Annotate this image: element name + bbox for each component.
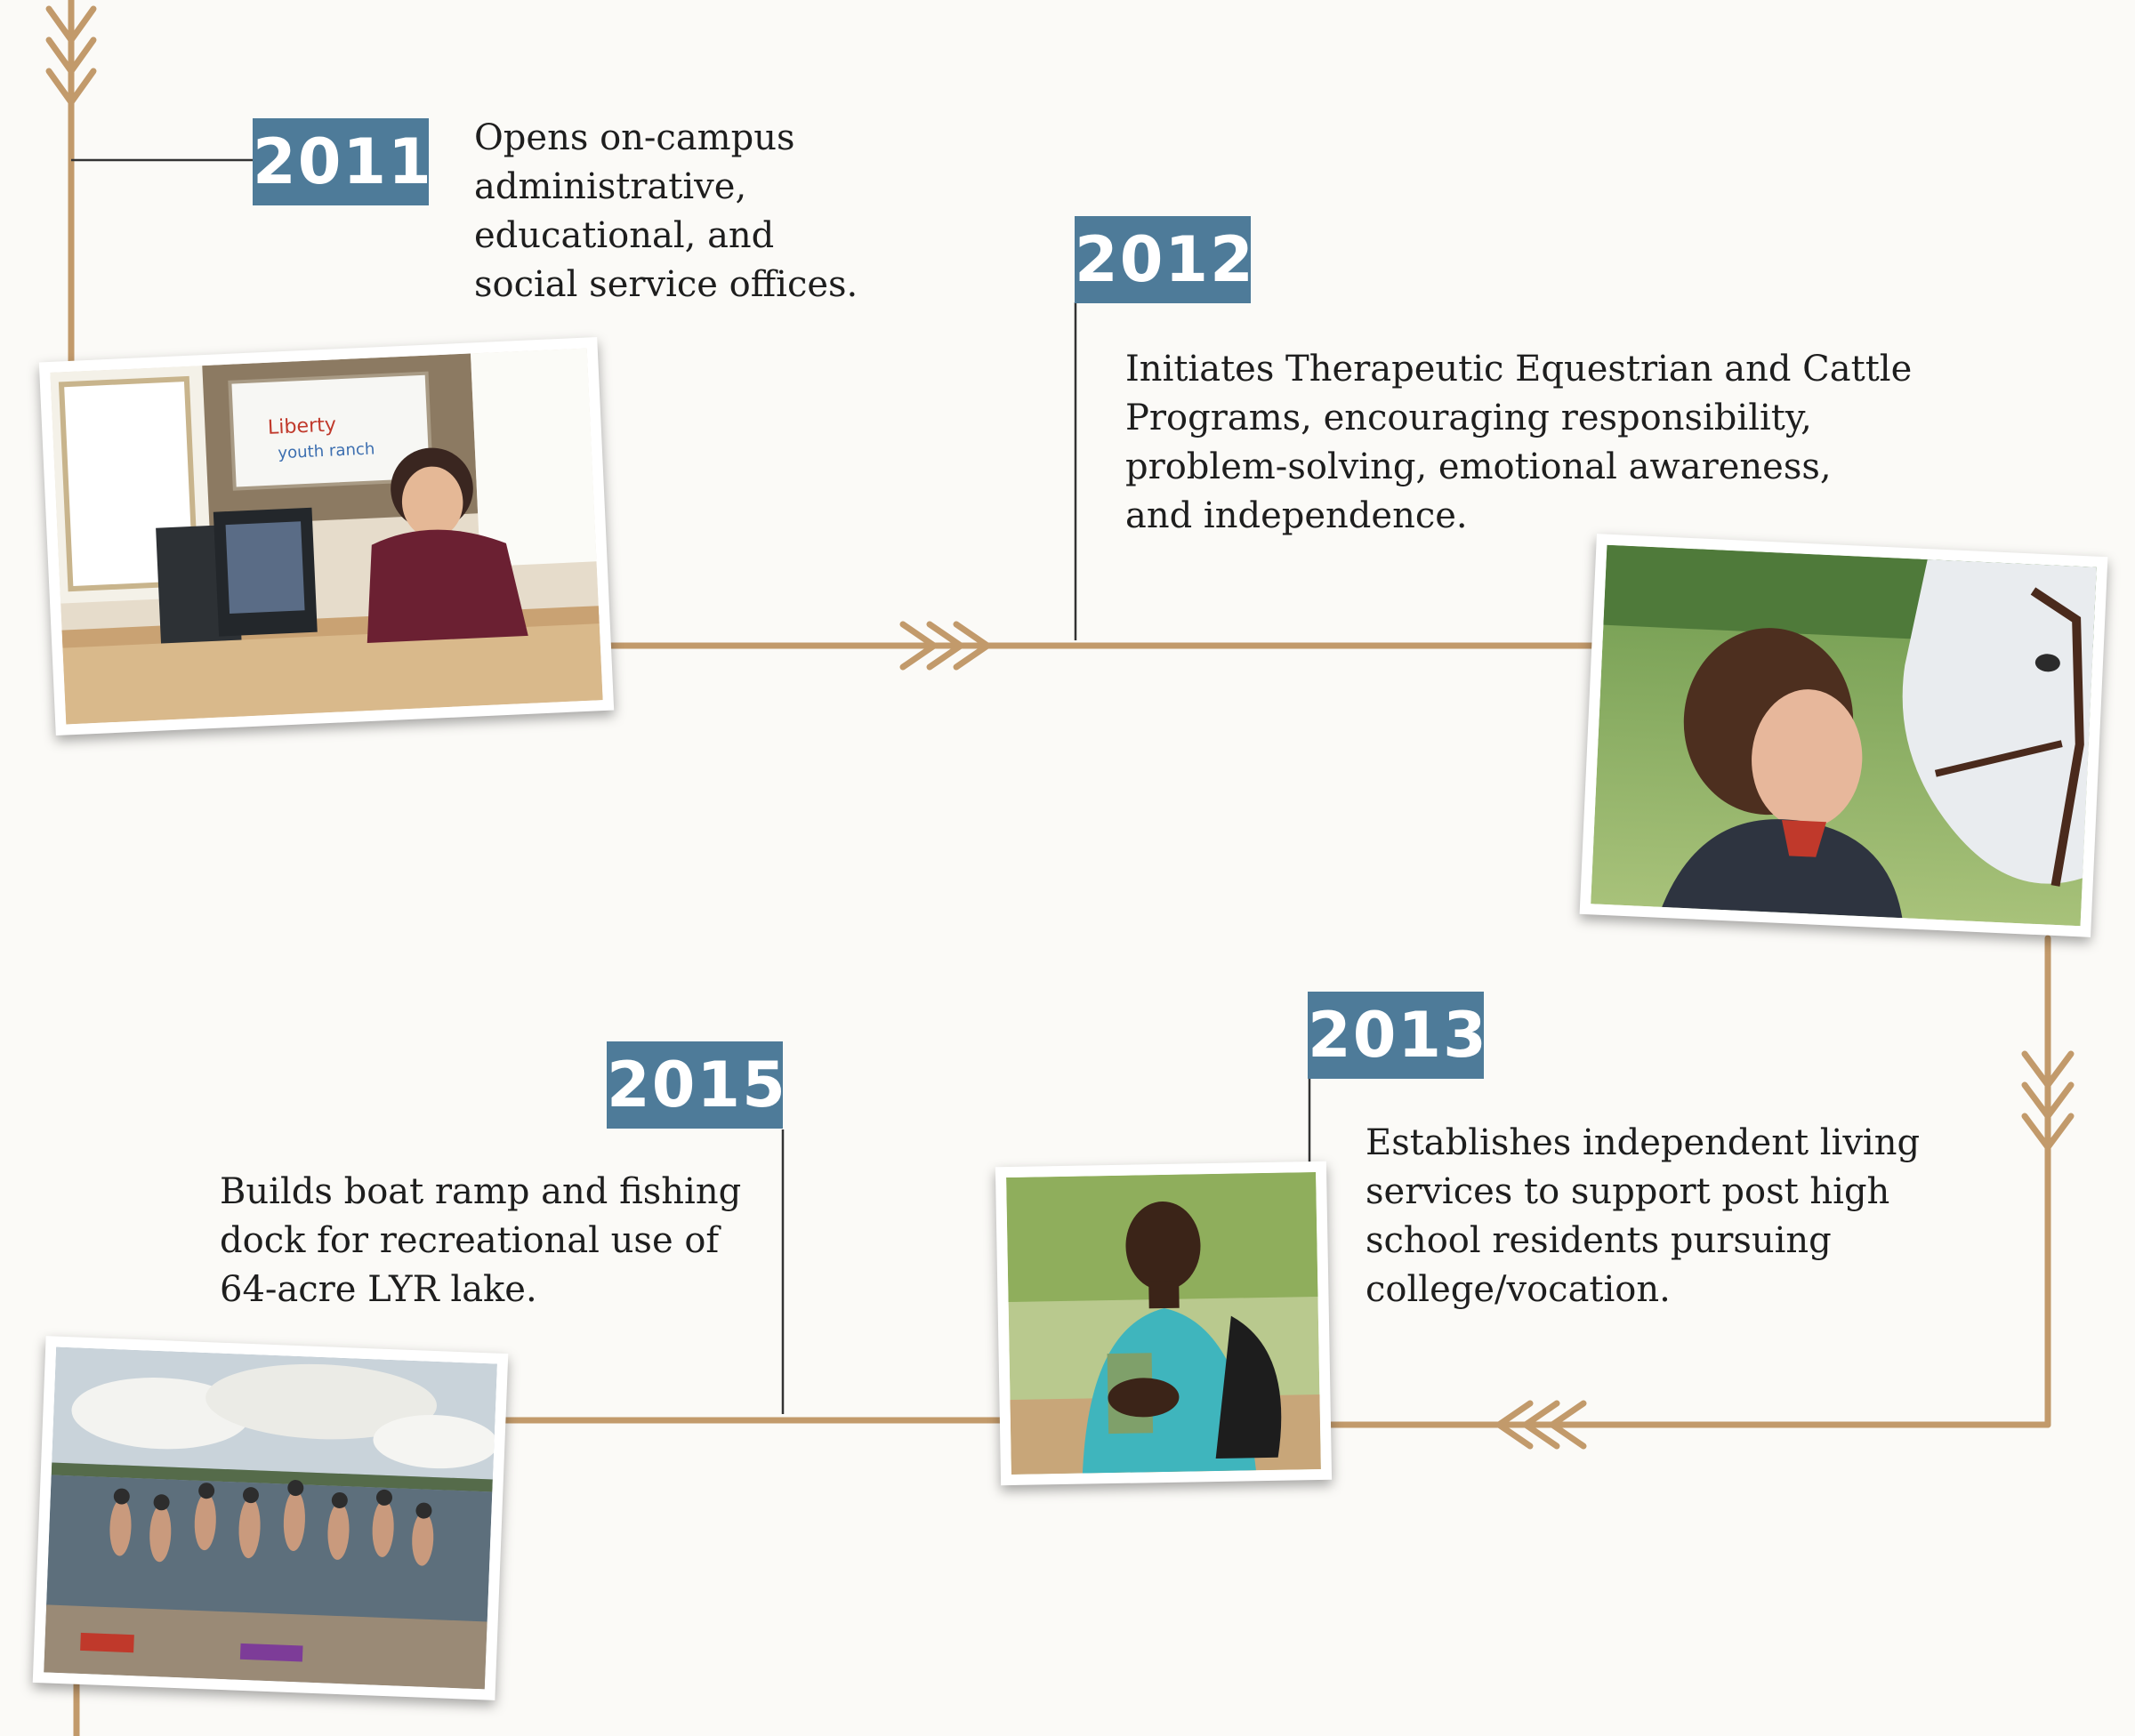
arrow-left-icon bbox=[1495, 1400, 1587, 1450]
description-line: social service offices. bbox=[474, 264, 858, 305]
milestone-2011-description: Opens on-campus administrative, educatio… bbox=[474, 114, 858, 309]
description-line: Establishes independent living bbox=[1366, 1122, 1921, 1163]
year-badge-2013: 2013 bbox=[1308, 992, 1486, 1079]
arrow-down-right-icon bbox=[2021, 1050, 2075, 1151]
year-badge-2012: 2012 bbox=[1075, 216, 1253, 303]
year-connectors bbox=[71, 158, 1311, 1414]
description-line: administrative, bbox=[474, 166, 747, 207]
svg-text:Liberty: Liberty bbox=[267, 414, 336, 438]
girl-kissing-horse-photo bbox=[1579, 534, 2108, 937]
milestone-2012-description: Initiates Therapeutic Equestrian and Cat… bbox=[1125, 345, 1912, 541]
milestone-2015-description: Builds boat ramp and fishing dock for re… bbox=[220, 1168, 741, 1314]
milestone-2013-description: Establishes independent living services … bbox=[1366, 1119, 1920, 1314]
arrow-down-top-icon bbox=[45, 5, 97, 106]
year-badge-2011: 2011 bbox=[253, 118, 431, 205]
description-line: 64-acre LYR lake. bbox=[220, 1269, 537, 1310]
office-receptionist-photo: Liberty youth ranch bbox=[38, 336, 615, 736]
description-line: services to support post high bbox=[1366, 1171, 1890, 1212]
description-line: Builds boat ramp and fishing bbox=[220, 1171, 742, 1212]
description-line: educational, and bbox=[474, 215, 775, 256]
description-line: school residents pursuing bbox=[1366, 1220, 1832, 1261]
description-line: college/vocation. bbox=[1366, 1269, 1671, 1310]
description-line: problem-solving, emotional awareness, bbox=[1125, 446, 1832, 487]
arrow-right-icon bbox=[899, 621, 991, 671]
girls-jumping-into-lake-photo bbox=[32, 1336, 509, 1700]
student-with-backpack-photo bbox=[995, 1161, 1333, 1486]
description-line: dock for recreational use of bbox=[220, 1220, 720, 1261]
description-line: Programs, encouraging responsibility, bbox=[1125, 398, 1812, 438]
svg-text:youth ranch: youth ranch bbox=[278, 439, 375, 462]
description-line: Opens on-campus bbox=[474, 117, 795, 158]
description-line: and independence. bbox=[1125, 495, 1468, 536]
description-line: Initiates Therapeutic Equestrian and Cat… bbox=[1125, 349, 1913, 390]
year-badge-2015: 2015 bbox=[607, 1041, 786, 1129]
